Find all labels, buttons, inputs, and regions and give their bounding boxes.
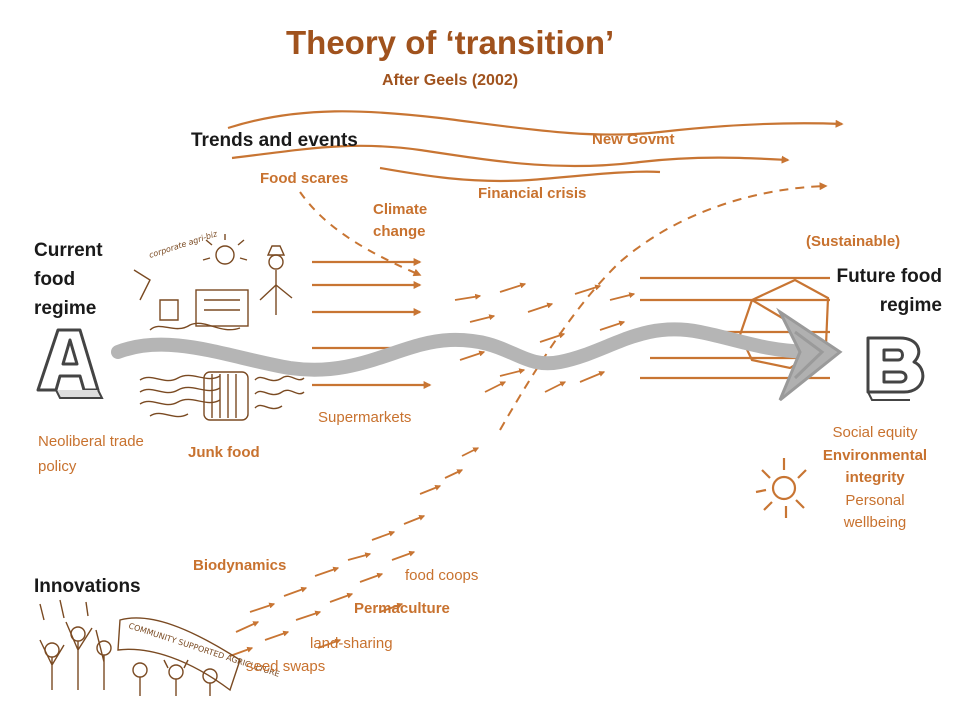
value-social-equity: Social equity xyxy=(832,424,918,441)
letter-b-icon xyxy=(866,336,925,401)
event-climate-change-line1: Climate xyxy=(373,201,428,218)
community-sketch xyxy=(39,599,241,696)
page-subtitle: After Geels (2002) xyxy=(382,72,519,89)
innovation-permaculture: Permaculture xyxy=(354,600,450,617)
innovation-land-sharing: land-sharing xyxy=(310,635,393,652)
letter-a-icon xyxy=(36,328,104,399)
future-regime-line1: Future food xyxy=(836,266,942,287)
trend-arrow-lower xyxy=(379,166,661,183)
future-values: Social equity Environmental integrity Pe… xyxy=(800,422,950,535)
innovation-rise-dashed-arrow xyxy=(499,182,828,431)
corporate-agribiz-note: corporate agri-biz xyxy=(148,229,219,260)
innovation-food-coops: food coops xyxy=(405,567,479,584)
value-environmental-line1: Environmental xyxy=(822,446,928,464)
event-new-govmt: New Govmt xyxy=(592,131,675,148)
sun-icon xyxy=(755,458,807,518)
label-neoliberal-line2: policy xyxy=(38,458,77,475)
label-junk-food: Junk food xyxy=(188,444,260,461)
corporate-sketch xyxy=(133,234,305,421)
value-personal-line1: Personal xyxy=(845,491,905,509)
label-neoliberal-trade-policy: Neoliberal trade policy xyxy=(38,429,144,479)
value-environmental-line2: integrity xyxy=(845,469,905,486)
page-title: Theory of ‘transition’ xyxy=(286,24,615,61)
scattered-arrows-middle xyxy=(454,282,636,393)
current-regime-heading: Current food regime xyxy=(34,236,103,323)
future-qualifier: (Sustainable) xyxy=(806,233,901,250)
trend-arrow-middle xyxy=(231,144,790,168)
food-scares-dashed-arrow xyxy=(299,191,422,277)
label-neoliberal-line1: Neoliberal trade xyxy=(38,433,144,450)
current-regime-line2: food xyxy=(34,269,76,290)
event-financial-crisis: Financial crisis xyxy=(478,185,587,202)
event-climate-change-line2: change xyxy=(373,222,426,240)
big-transition-arrow-icon xyxy=(111,307,843,402)
label-supermarkets: Supermarkets xyxy=(318,409,412,426)
trend-arrows xyxy=(227,110,844,183)
innovation-seed-swaps: seed swaps xyxy=(246,658,326,675)
current-regime-line3: regime xyxy=(34,298,97,319)
future-regime-heading: Future food regime xyxy=(806,262,942,320)
innovation-arrows xyxy=(229,447,480,657)
future-regime-line2: regime xyxy=(879,295,942,316)
innovations-heading: Innovations xyxy=(34,576,141,597)
event-climate-change: Climate change xyxy=(373,201,427,240)
current-regime-line1: Current xyxy=(34,240,103,261)
value-personal-line2: wellbeing xyxy=(843,514,907,531)
innovation-biodynamics: Biodynamics xyxy=(193,557,287,574)
regime-arrows-left xyxy=(312,258,432,389)
event-food-scares: Food scares xyxy=(260,170,349,187)
trend-arrow-top xyxy=(227,110,844,136)
trends-heading: Trends and events xyxy=(191,130,358,151)
